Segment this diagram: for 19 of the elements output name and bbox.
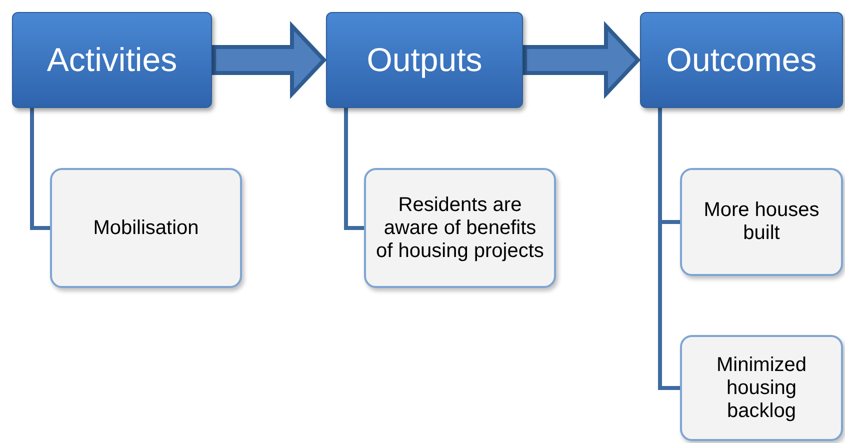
item-text: Residents are aware of benefits of housing projects <box>375 194 545 262</box>
stage-box <box>326 12 523 108</box>
stage-box <box>640 12 843 108</box>
block-arrow <box>523 20 641 100</box>
connector-line <box>30 108 50 230</box>
item-box <box>680 335 843 441</box>
stage-title: Outputs <box>366 40 482 80</box>
connector-line <box>344 108 364 230</box>
block-arrow <box>212 20 327 100</box>
item-box <box>364 168 556 288</box>
item-text: Minimized housing backlog <box>715 354 808 422</box>
item-text: More houses built <box>702 199 820 245</box>
stage-title: Activities <box>46 40 178 80</box>
connector-line <box>658 108 680 390</box>
stage-title: Outcomes <box>666 40 817 80</box>
item-box <box>50 168 242 288</box>
item-text: Mobilisation <box>93 216 199 240</box>
stage-box <box>12 12 212 108</box>
item-box <box>680 168 843 276</box>
